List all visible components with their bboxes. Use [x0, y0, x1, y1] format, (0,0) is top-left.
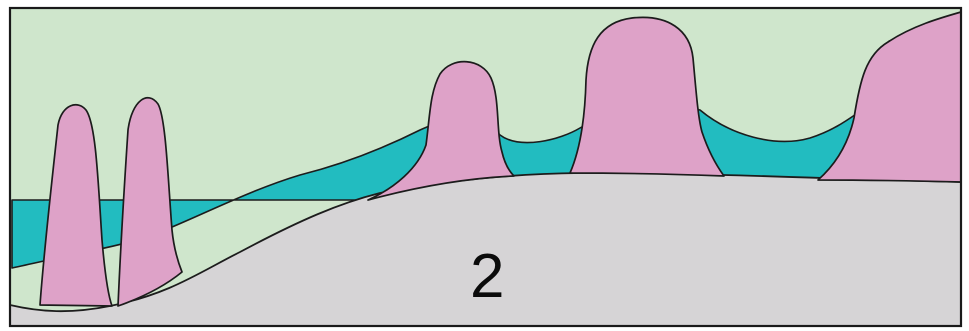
unit-label: 2: [470, 246, 504, 308]
